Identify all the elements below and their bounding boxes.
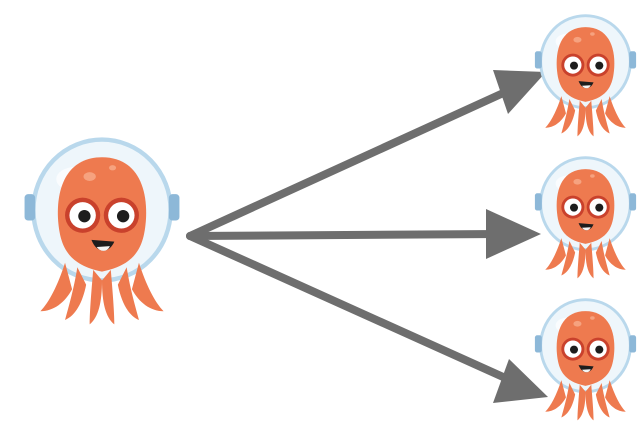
arrow-line-bottom	[186, 232, 516, 385]
target-octopus-1	[528, 4, 643, 148]
octopus-astronaut-icon	[533, 298, 638, 422]
arrowhead-bottom-icon	[493, 359, 548, 403]
octopus-astronaut-icon	[14, 126, 190, 338]
octopus-astronaut-icon	[533, 14, 638, 138]
source-octopus	[14, 126, 190, 338]
arrow-line-middle	[186, 230, 504, 240]
arrowhead-middle-icon	[486, 209, 541, 259]
arrow-line-top	[186, 85, 516, 240]
target-octopus-2	[528, 146, 643, 290]
octopus-astronaut-icon	[533, 156, 638, 280]
arrowhead-top-icon	[493, 70, 546, 114]
target-octopus-3	[528, 288, 643, 429]
